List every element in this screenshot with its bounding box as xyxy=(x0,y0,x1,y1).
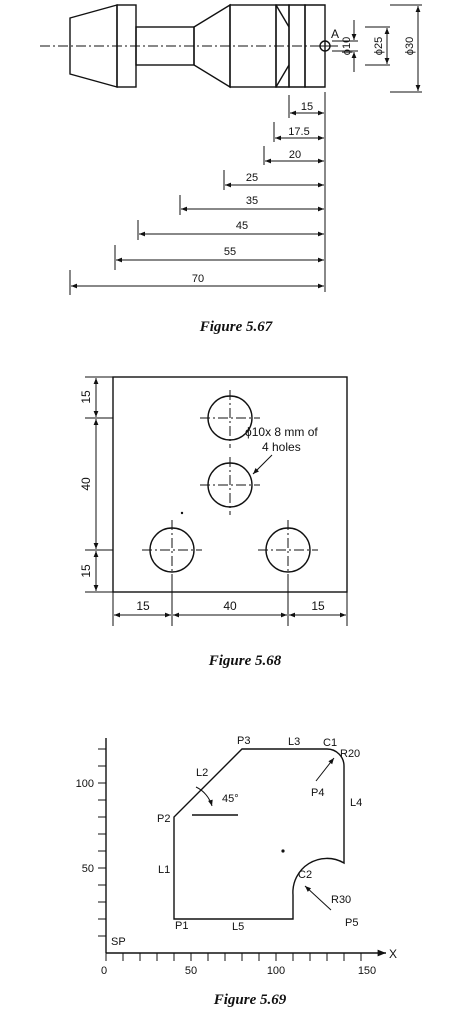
label-c2: C2 xyxy=(298,869,312,881)
figure-5-67: A ϕ10 ϕ25 ϕ30 15 17.5 20 25 35 xyxy=(40,3,422,335)
part-profile xyxy=(173,748,345,920)
start-point-label: SP xyxy=(111,936,126,948)
length-17-5: 17.5 xyxy=(288,126,309,138)
angle-label: 45° xyxy=(222,793,239,805)
length-15: 15 xyxy=(301,101,313,113)
x-tick-50: 50 xyxy=(185,965,197,977)
figure-5-69: 100 50 0 50 100 150 X SP 45° P1 P2 P3 P4… xyxy=(76,735,397,1008)
caption-5-69: Figure 5.69 xyxy=(213,992,287,1008)
label-p1: P1 xyxy=(175,920,188,932)
label-p5: P5 xyxy=(345,917,358,929)
hole-top xyxy=(200,390,260,448)
length-20: 20 xyxy=(289,149,301,161)
point-a-label: A xyxy=(331,27,339,41)
caption-5-67: Figure 5.67 xyxy=(199,319,273,335)
hole-bottom-right xyxy=(258,520,318,580)
label-p3: P3 xyxy=(237,735,250,747)
x-tick-100: 100 xyxy=(267,965,285,977)
label-l3: L3 xyxy=(288,736,300,748)
diameter-10-label: ϕ10 xyxy=(341,37,353,55)
plate-outline xyxy=(112,376,348,593)
hole-bottom-left xyxy=(142,520,202,580)
label-l5: L5 xyxy=(232,921,244,933)
label-l4: L4 xyxy=(350,797,362,809)
dim-bottom-15: 15 xyxy=(79,564,93,578)
dim-center-40: 40 xyxy=(223,599,237,613)
dim-top-15: 15 xyxy=(79,390,93,404)
diameter-25-label: ϕ25 xyxy=(373,37,385,55)
hole-note-line1: ϕ10x 8 mm of xyxy=(245,425,318,439)
y-axis-ticks xyxy=(98,748,106,937)
figure-5-68: ϕ10x 8 mm of 4 holes 15 40 15 15 40 15 F… xyxy=(79,376,348,669)
dim-mid-40: 40 xyxy=(79,477,93,491)
label-p4: P4 xyxy=(311,787,324,799)
x-axis-ticks xyxy=(105,953,362,961)
x-tick-150: 150 xyxy=(358,965,376,977)
x-tick-0: 0 xyxy=(101,965,107,977)
length-25: 25 xyxy=(246,172,258,184)
label-l1: L1 xyxy=(158,864,170,876)
stepped-shaft xyxy=(69,3,326,89)
radius-r30: R30 xyxy=(331,894,351,906)
hole-middle xyxy=(200,457,260,515)
radius-r20: R20 xyxy=(340,748,360,760)
dim-right-15: 15 xyxy=(311,599,325,613)
label-p2: P2 xyxy=(157,813,170,825)
caption-5-68: Figure 5.68 xyxy=(208,653,282,669)
label-l2: L2 xyxy=(196,767,208,779)
hole-note-line2: 4 holes xyxy=(262,440,301,454)
y-tick-50: 50 xyxy=(82,863,94,875)
length-45: 45 xyxy=(236,220,248,232)
hole-note-leader xyxy=(252,454,273,475)
length-55: 55 xyxy=(224,246,236,258)
diameter-30-label: ϕ30 xyxy=(404,37,416,55)
length-35: 35 xyxy=(246,195,258,207)
y-tick-100: 100 xyxy=(76,778,94,790)
label-c1: C1 xyxy=(323,737,337,749)
dim-left-15: 15 xyxy=(136,599,150,613)
x-axis-label: X xyxy=(389,947,397,961)
length-70: 70 xyxy=(192,273,204,285)
